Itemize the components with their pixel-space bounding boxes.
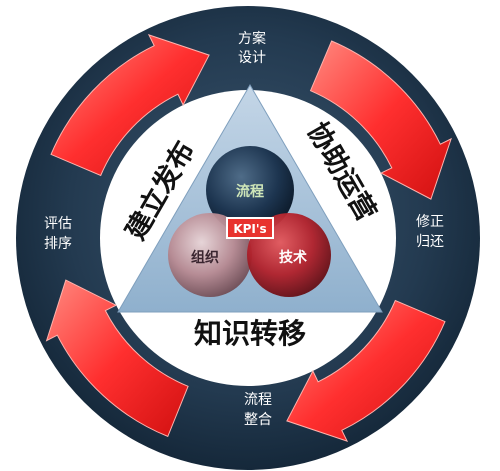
ring-label-left-1: 评估 — [44, 216, 72, 232]
kpi-badge-label: KPI's — [233, 222, 266, 236]
ring-label-right-1: 修正 — [416, 214, 444, 230]
arrow-bottom-left — [45, 279, 189, 438]
ring-label-top-2: 设计 — [238, 50, 266, 66]
arrow-top-left — [50, 34, 210, 177]
circle-right-label: 技术 — [279, 249, 307, 266]
ring-label-left-2: 排序 — [44, 236, 72, 252]
ring-label-top-1: 方案 — [238, 30, 266, 47]
arrow-top-right — [309, 40, 452, 200]
circle-top — [206, 146, 294, 234]
ring-label-right-2: 归还 — [416, 233, 444, 250]
cycle-arrows — [45, 34, 452, 442]
ring-label-bottom-1: 流程 — [244, 392, 272, 408]
arrow-bottom-right — [286, 299, 446, 442]
ring-label-bottom-2: 整合 — [244, 412, 272, 428]
kpi-badge — [226, 217, 274, 239]
triangle-side-bottom: 知识转移 — [194, 317, 306, 350]
circle-left-label: 组织 — [191, 249, 219, 266]
circle-top-label: 流程 — [236, 183, 264, 200]
